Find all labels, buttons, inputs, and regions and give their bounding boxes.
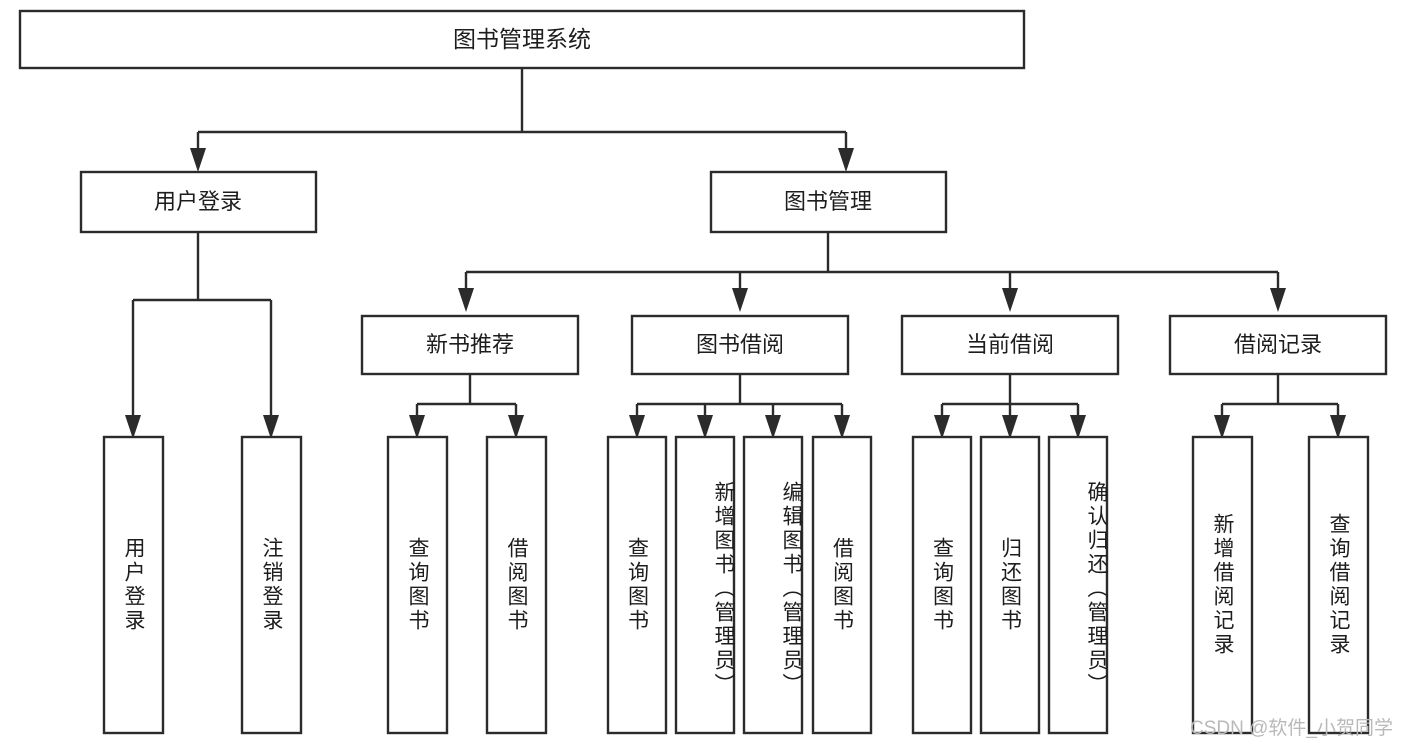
arrow-down-icon: [1002, 288, 1018, 312]
arrow-down-icon: [1002, 415, 1018, 439]
node-borrow-record-label: 借阅记录: [1234, 332, 1322, 357]
node-book-borrow[interactable]: 图书借阅: [630, 314, 850, 376]
node-book-borrow-label: 图书借阅: [696, 332, 784, 357]
node-user-login[interactable]: 用户登录: [79, 170, 318, 234]
leaf-box-borrow-lend[interactable]: [811, 435, 873, 735]
node-borrow-record[interactable]: 借阅记录: [1168, 314, 1388, 376]
arrow-down-icon: [263, 415, 279, 439]
leaf-box-recommend-borrow[interactable]: [485, 435, 548, 735]
arrow-down-icon: [125, 415, 141, 439]
node-book-manage[interactable]: 图书管理: [709, 170, 948, 234]
arrow-down-icon: [508, 415, 524, 439]
connector-root-to-level1: [190, 68, 854, 172]
leaf-box-borrow-query[interactable]: [606, 435, 668, 735]
leaf-box-logout[interactable]: [240, 435, 303, 735]
leaf-box-borrow-edit[interactable]: [742, 435, 804, 735]
leaf-box-record-add[interactable]: [1191, 435, 1254, 735]
arrow-down-icon: [1330, 415, 1346, 439]
connector-current-to-leaves: [934, 374, 1086, 439]
leaf-box-current-return[interactable]: [979, 435, 1041, 735]
leaf-box-current-query[interactable]: [911, 435, 973, 735]
arrow-down-icon: [697, 415, 713, 439]
arrow-down-icon: [838, 148, 854, 172]
arrow-down-icon: [1214, 415, 1230, 439]
node-new-book-recommend[interactable]: 新书推荐: [360, 314, 580, 376]
connector-book-manage-to-level2: [458, 232, 1286, 312]
leaf-box-current-confirm[interactable]: [1047, 435, 1109, 735]
leaf-box-borrow-add[interactable]: [674, 435, 736, 735]
node-user-login-label: 用户登录: [154, 189, 242, 214]
node-current-borrow[interactable]: 当前借阅: [900, 314, 1120, 376]
connector-recommend-to-leaves: [409, 374, 524, 439]
node-current-borrow-label: 当前借阅: [966, 332, 1054, 357]
arrow-down-icon: [934, 415, 950, 439]
node-root-label: 图书管理系统: [453, 26, 591, 52]
arrow-down-icon: [190, 148, 206, 172]
node-root[interactable]: 图书管理系统: [18, 9, 1026, 70]
node-new-book-recommend-label: 新书推荐: [426, 332, 514, 357]
leaf-box-record-query[interactable]: [1307, 435, 1370, 735]
connector-borrow-to-leaves: [629, 374, 850, 439]
node-current-borrow-box[interactable]: [900, 314, 1120, 376]
csdn-watermark: CSDN @软件_小贺同学: [1190, 718, 1393, 739]
arrow-down-icon: [629, 415, 645, 439]
node-root-box[interactable]: [18, 9, 1026, 70]
node-user-login-box[interactable]: [79, 170, 318, 234]
leaf-box-user-login[interactable]: [102, 435, 165, 735]
arrow-down-icon: [732, 288, 748, 312]
node-book-borrow-box[interactable]: [630, 314, 850, 376]
connector-record-to-leaves: [1214, 374, 1346, 439]
node-book-manage-label: 图书管理: [784, 189, 872, 214]
arrow-down-icon: [765, 415, 781, 439]
arrow-down-icon: [409, 415, 425, 439]
connector-user-login-to-leaves: [125, 232, 279, 439]
node-new-book-recommend-box[interactable]: [360, 314, 580, 376]
node-book-manage-box[interactable]: [709, 170, 948, 234]
arrow-down-icon: [834, 415, 850, 439]
node-borrow-record-box[interactable]: [1168, 314, 1388, 376]
arrow-down-icon: [1270, 288, 1286, 312]
arrow-down-icon: [1070, 415, 1086, 439]
leaf-box-recommend-query[interactable]: [386, 435, 449, 735]
arrow-down-icon: [458, 288, 474, 312]
